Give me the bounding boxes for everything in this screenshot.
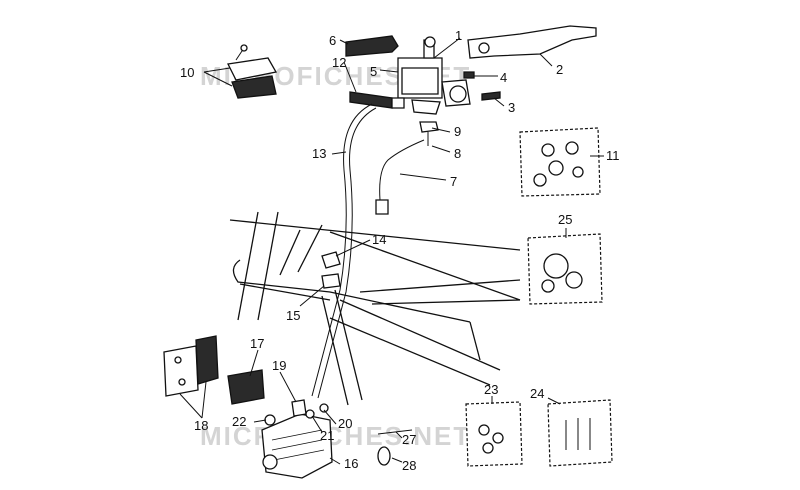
kit-bag-part-23 <box>465 401 523 467</box>
switch-wire-part-7 <box>375 139 425 215</box>
callout-25: 25 <box>558 212 572 227</box>
clamp-part-15 <box>321 273 341 289</box>
brake-pads-part-10 <box>227 44 278 99</box>
screw-part-22 <box>264 414 276 426</box>
callout-14: 14 <box>372 232 386 247</box>
callout-3: 3 <box>508 100 515 115</box>
brake-pad-part-17 <box>227 369 265 405</box>
callout-2: 2 <box>556 62 563 77</box>
callout-1: 1 <box>455 28 462 43</box>
callout-18: 18 <box>194 418 208 433</box>
leader-lines <box>179 37 604 465</box>
pin-part-27 <box>377 429 413 435</box>
callout-23: 23 <box>484 382 498 397</box>
callout-21: 21 <box>320 428 334 443</box>
callout-16: 16 <box>344 456 358 471</box>
bleeder-part-19 <box>291 399 307 417</box>
kit-bag-part-24 <box>547 399 613 467</box>
callout-11: 11 <box>606 148 620 163</box>
callout-19: 19 <box>272 358 286 373</box>
callout-28: 28 <box>402 458 416 473</box>
callout-8: 8 <box>454 146 461 161</box>
kit-bag-part-11 <box>519 127 601 197</box>
brake-line-part-13 <box>311 103 377 399</box>
washer-part-20 <box>319 403 329 413</box>
grip-part-6 <box>345 35 399 57</box>
callout-4: 4 <box>500 70 507 85</box>
watermark-bottom: MICROFICHES.NET <box>200 421 471 451</box>
callout-27: 27 <box>402 432 416 447</box>
callout-7: 7 <box>450 174 457 189</box>
callout-20: 20 <box>338 416 352 431</box>
callout-22: 22 <box>232 414 246 429</box>
clip-part-28 <box>377 446 391 466</box>
master-cylinder-assembly <box>397 36 471 146</box>
callout-6: 6 <box>329 33 336 48</box>
callout-15: 15 <box>286 308 300 323</box>
brake-lever-part-2 <box>467 25 597 59</box>
nut-part-4 <box>463 71 475 79</box>
callout-24: 24 <box>530 386 544 401</box>
callout-17: 17 <box>250 336 264 351</box>
callout-labels: 1 2 3 4 5 6 7 8 9 10 11 12 13 14 15 16 1… <box>180 28 620 473</box>
callout-13: 13 <box>312 146 326 161</box>
callout-5: 5 <box>370 64 377 79</box>
callout-10: 10 <box>180 65 194 80</box>
clamp-part-14 <box>321 251 341 269</box>
frame-tubes <box>229 211 521 406</box>
callout-12: 12 <box>332 55 346 70</box>
brake-pad-plate-part-18 <box>163 335 219 397</box>
kit-bag-part-25 <box>527 233 603 305</box>
hose-part-12 <box>349 91 405 109</box>
callout-9: 9 <box>454 124 461 139</box>
screw-part-3 <box>481 91 501 101</box>
